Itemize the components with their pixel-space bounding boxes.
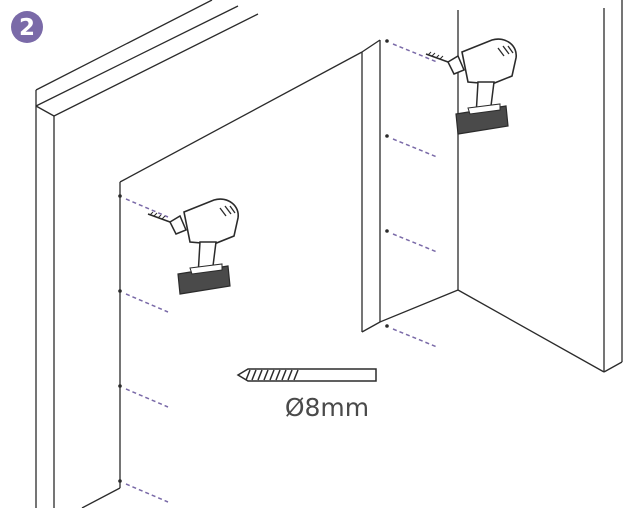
- drill-icon: [425, 38, 518, 135]
- drill-guides-left: [118, 194, 169, 503]
- step-number: 2: [19, 15, 35, 41]
- drill-hole: [385, 39, 389, 43]
- back-panel: [81, 51, 363, 508]
- drill-hole: [118, 479, 122, 483]
- drill-guide-line: [392, 328, 438, 348]
- drill-guide-line: [125, 198, 169, 218]
- drill-guide-line: [125, 293, 169, 313]
- drill-bit-icon: [236, 368, 377, 382]
- drill-bit-size-label: Ø8mm: [285, 393, 369, 422]
- drill-hole: [385, 134, 389, 138]
- drill-hole: [385, 324, 389, 328]
- drill-hole: [118, 289, 122, 293]
- side-panel-left: [35, 0, 259, 508]
- drill-hole: [118, 384, 122, 388]
- drill-guide-line: [392, 43, 438, 63]
- drill-hole: [118, 194, 122, 198]
- drill-icon: [147, 198, 240, 295]
- drill-guide-line: [392, 138, 438, 158]
- drill-guide-line: [125, 388, 169, 408]
- step-badge-circle: [11, 11, 43, 43]
- drill-hole: [385, 229, 389, 233]
- drill-guide-line: [392, 233, 438, 253]
- side-panel-right: [603, 0, 623, 373]
- drill-guides-right: [385, 39, 438, 348]
- step-badge: 2: [11, 11, 43, 43]
- divider-panel: [361, 10, 605, 373]
- drill-guide-line: [125, 483, 169, 503]
